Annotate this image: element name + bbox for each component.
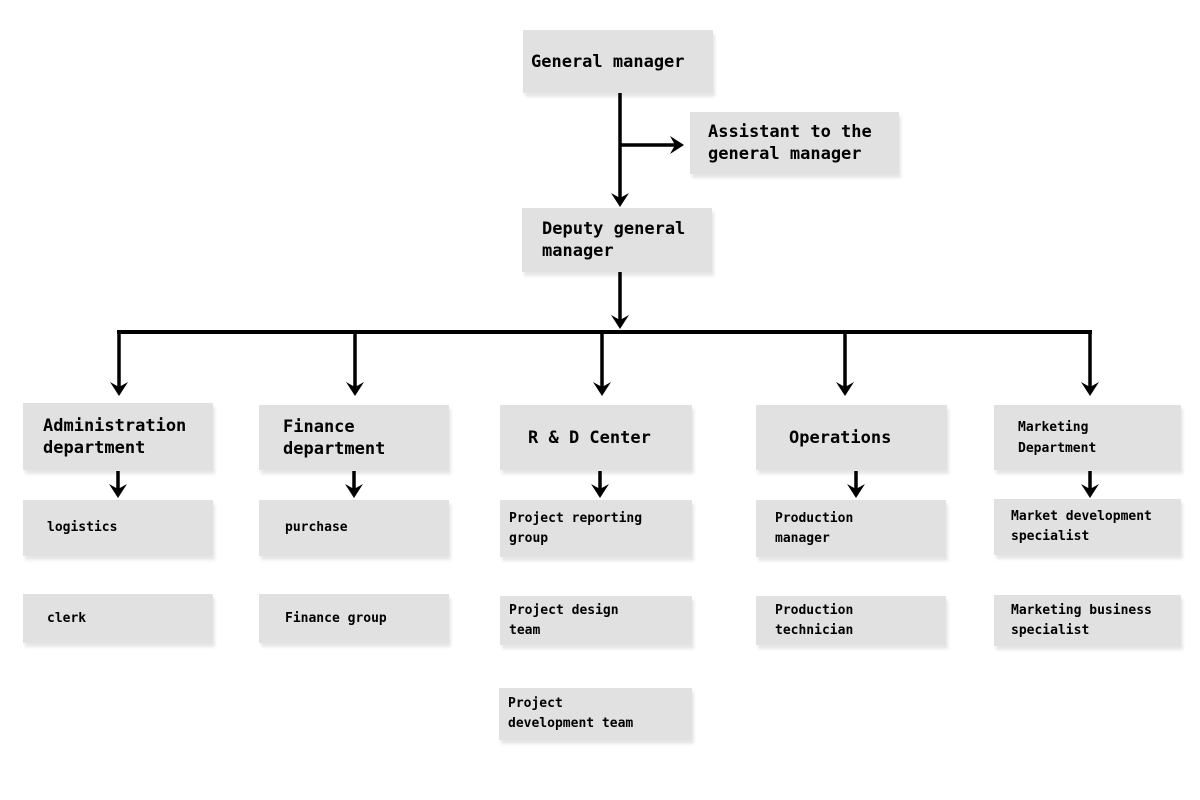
node-label: Administration — [43, 415, 187, 436]
node-label: Project — [508, 696, 563, 711]
arrowhead-gm-deputy — [611, 193, 629, 207]
node-administration-department: Administration department — [23, 403, 213, 470]
node-assistant-general-manager: Assistant to the general manager — [690, 112, 899, 174]
arrowhead-gm-assistant — [670, 136, 684, 154]
arrowhead-deputy-bar — [611, 315, 629, 329]
node-rd-center: R & D Center — [500, 405, 692, 470]
node-label: manager — [775, 530, 830, 546]
node-purchase: purchase — [259, 500, 449, 556]
node-production-technician: Production technician — [756, 596, 946, 645]
arrowhead-administration — [110, 382, 128, 396]
node-label: purchase — [285, 520, 348, 535]
node-finance-group: Finance group — [259, 594, 449, 643]
node-marketing-business-specialist: Marketing business specialist — [994, 595, 1181, 646]
node-label: manager — [542, 241, 614, 261]
node-label: R & D Center — [528, 427, 651, 448]
node-project-reporting-group: Project reporting group — [500, 500, 692, 557]
node-project-design-team: Project design team — [500, 596, 692, 645]
node-label: Production — [775, 602, 854, 618]
node-label: Finance — [283, 416, 355, 437]
node-label: Marketing business — [1011, 602, 1152, 618]
node-production-manager: Production manager — [756, 500, 946, 557]
arrowhead-prodmgr — [847, 484, 865, 498]
node-label: specialist — [1011, 622, 1090, 638]
node-label: Marketing — [1018, 419, 1089, 435]
arrowhead-reporting — [591, 484, 609, 498]
node-project-development-team: Project development team — [499, 688, 692, 740]
arrowhead-marketing — [1081, 382, 1099, 396]
node-label: Production — [775, 510, 854, 526]
arrowhead-finance — [346, 382, 364, 396]
arrowhead-operations — [836, 382, 854, 396]
node-label: clerk — [47, 610, 87, 626]
node-label: department — [43, 437, 146, 458]
node-label: specialist — [1011, 529, 1090, 544]
node-label: Department — [1018, 440, 1097, 456]
node-label: group — [509, 530, 549, 546]
node-label: department — [283, 438, 386, 459]
arrowhead-purchase — [345, 484, 363, 498]
arrowhead-logistics — [109, 484, 127, 498]
node-finance-department: Finance department — [259, 405, 449, 470]
node-label: team — [509, 622, 541, 638]
node-deputy-general-manager: Deputy general manager — [522, 208, 712, 272]
arrowhead-rd-center — [593, 382, 611, 396]
node-label: Project reporting — [509, 510, 643, 526]
node-logistics: logistics — [23, 500, 213, 556]
node-marketing-department: Marketing Department — [994, 405, 1181, 470]
node-label: technician — [775, 622, 854, 638]
node-clerk: clerk — [23, 594, 213, 643]
arrowhead-marketdev — [1081, 484, 1099, 498]
node-general-manager: General manager — [523, 30, 713, 93]
node-label: Deputy general — [542, 219, 686, 239]
node-operations: Operations — [756, 405, 947, 470]
node-label: Operations — [789, 427, 892, 448]
node-market-development-specialist: Market development specialist — [994, 499, 1181, 555]
node-label: Assistant to the — [708, 122, 872, 142]
node-label: Market development — [1011, 509, 1152, 524]
node-label: Finance group — [285, 610, 387, 626]
node-label: General manager — [531, 51, 685, 72]
node-label: general manager — [708, 144, 862, 164]
node-label: Project design — [509, 602, 619, 618]
node-label: logistics — [47, 520, 118, 535]
node-label: development team — [508, 716, 634, 731]
